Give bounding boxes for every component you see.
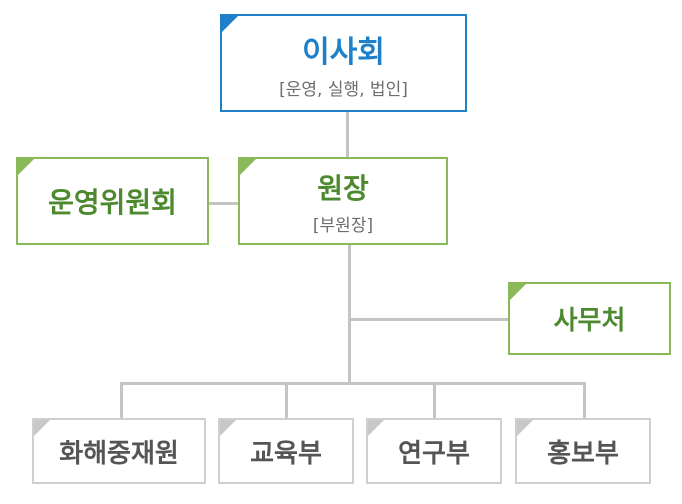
department-box: 홍보부 [515,418,651,484]
department-title: 교육부 [250,438,322,469]
connector-departments-bus [120,382,586,385]
department-title: 홍보부 [547,438,619,469]
committee-title: 운영위원회 [48,186,177,219]
connector-committee-director [208,202,240,205]
connector-director-trunk [348,244,351,384]
department-box: 교육부 [218,418,354,484]
board-box: 이사회 [운영, 실행, 법인] [220,14,467,112]
department-box: 연구부 [366,418,502,484]
secretariat-box: 사무처 [508,282,671,355]
connector-secretariat [348,318,510,321]
connector-dept-1 [120,382,123,420]
department-box: 화해중재원 [32,418,206,484]
connector-dept-4 [583,382,586,420]
department-title: 연구부 [398,438,470,469]
committee-box: 운영위원회 [16,157,209,245]
corner-marker [517,420,533,436]
corner-marker [368,420,384,436]
department-title: 화해중재원 [59,438,179,469]
connector-board-director [346,112,349,160]
corner-marker [240,159,256,175]
corner-marker [34,420,50,436]
director-box: 원장 [부원장] [238,157,448,245]
director-title: 원장 [317,171,369,205]
corner-marker [18,159,34,175]
connector-dept-3 [433,382,436,420]
corner-marker [510,284,526,300]
corner-marker [220,420,236,436]
board-subtitle: [운영, 실행, 법인] [279,79,408,100]
board-title: 이사회 [302,34,385,70]
corner-marker [222,16,238,32]
director-subtitle: [부원장] [312,215,374,236]
connector-dept-2 [285,382,288,420]
secretariat-title: 사무처 [553,306,626,336]
